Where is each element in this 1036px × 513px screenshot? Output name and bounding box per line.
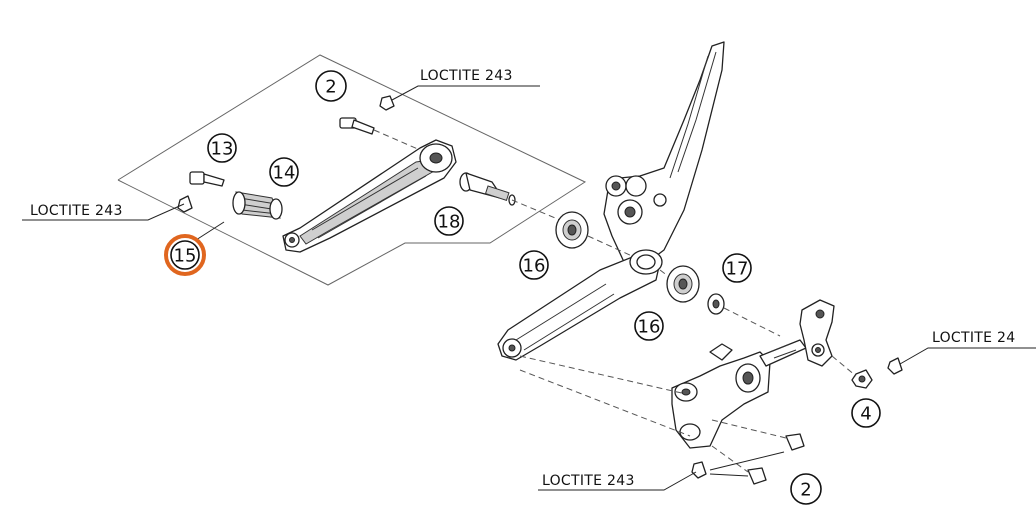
callout-15: 15	[164, 234, 206, 276]
pedal-lever	[282, 139, 457, 253]
nut-top	[379, 95, 395, 111]
subassembly-frame	[117, 54, 587, 286]
svg-text:17: 17	[726, 259, 749, 280]
bearing-16-left	[555, 211, 589, 249]
washer-17	[707, 293, 725, 315]
cap-nut-right	[887, 357, 903, 375]
callout-2-top: 2	[315, 70, 347, 102]
callout-2-bottom: 2	[790, 473, 822, 505]
pivot-bolt-18	[459, 172, 516, 206]
svg-text:16: 16	[638, 317, 661, 338]
callout-16-right: 16	[634, 311, 664, 341]
bolt-2-top	[339, 117, 375, 135]
cap-nut-bottom	[691, 461, 707, 479]
clevis-linkage	[799, 299, 835, 367]
footrest-bracket	[497, 41, 725, 361]
bolt-2-bottom-upper	[785, 433, 805, 451]
callout-13: 13	[207, 133, 237, 163]
nut-4	[851, 369, 873, 389]
svg-text:18: 18	[438, 212, 461, 233]
svg-text:2: 2	[800, 480, 811, 501]
master-cylinder	[671, 339, 807, 449]
loctite-label-bottom: LOCTITE 243	[542, 473, 635, 489]
svg-text:13: 13	[211, 139, 234, 160]
rubber-14	[232, 191, 283, 220]
callout-4: 4	[851, 398, 881, 428]
bolt-13	[189, 171, 225, 187]
svg-text:2: 2	[325, 77, 336, 98]
callout-14: 14	[269, 157, 299, 187]
svg-text:15: 15	[174, 246, 197, 267]
callout-18: 18	[434, 206, 464, 236]
nut-15	[177, 195, 193, 213]
loctite-label-left: LOCTITE 243	[30, 203, 123, 219]
loctite-label-top: LOCTITE 243	[420, 68, 513, 84]
bearing-16-right	[666, 265, 700, 303]
svg-text:16: 16	[523, 256, 546, 277]
highlight-ring	[164, 234, 206, 276]
callout-17: 17	[722, 253, 752, 283]
loctite-label-right: LOCTITE 24	[932, 330, 1015, 346]
callout-16-left: 16	[519, 250, 549, 280]
bolt-2-bottom-lower	[747, 467, 767, 485]
svg-text:4: 4	[860, 404, 871, 425]
svg-text:14: 14	[273, 163, 296, 184]
